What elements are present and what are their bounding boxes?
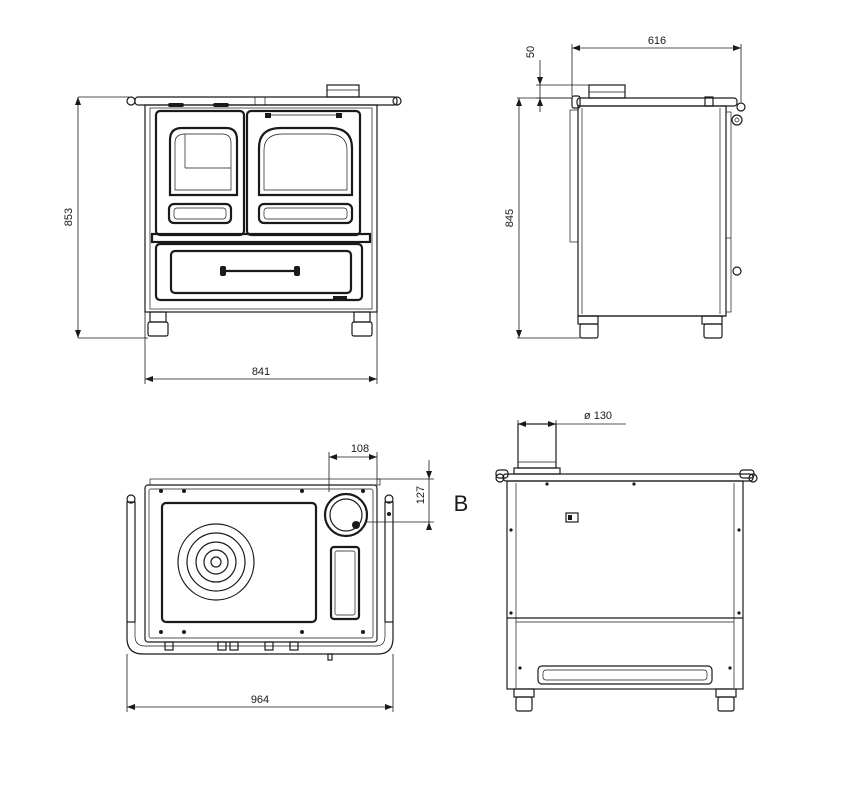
rear-view: [495, 420, 758, 712]
top-view: [126, 452, 434, 712]
side-depth-label: 616: [648, 35, 666, 47]
rear-flue-diameter-label: ø 130: [584, 410, 612, 422]
side-view: [516, 44, 746, 339]
top-flue-y-label: 127: [415, 486, 427, 504]
front-height-label: 853: [63, 208, 75, 226]
top-flue-x-label: 108: [351, 443, 369, 455]
side-flue-offset-label: 50: [525, 46, 537, 58]
front-width-label: 841: [252, 366, 270, 378]
front-view: [75, 84, 402, 384]
view-b-label: B: [454, 491, 469, 516]
top-width-label: 964: [251, 694, 269, 706]
side-height-label: 845: [504, 209, 516, 227]
